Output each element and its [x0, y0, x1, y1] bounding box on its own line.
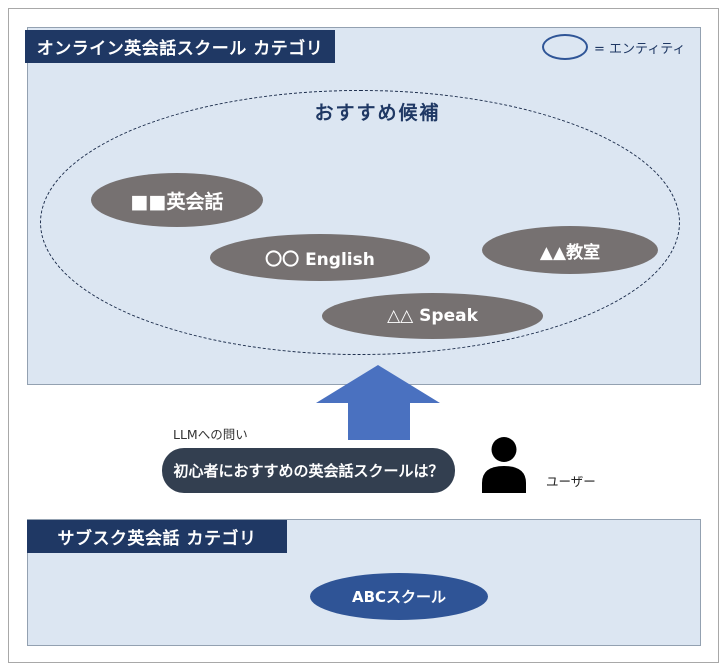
up-arrow-icon: [316, 365, 440, 440]
top-category-header: オンライン英会話スクール カテゴリ: [25, 30, 335, 63]
user-question-pill: 初心者におすすめの英会話スクールは？: [162, 448, 455, 493]
user-label: ユーザー: [546, 474, 596, 489]
outer-border: [8, 8, 719, 663]
entity-abc-school: ABCスクール: [310, 573, 488, 620]
entity-legend-icon: [542, 34, 588, 60]
llm-query-label: LLMへの問い: [173, 427, 248, 442]
legend: = エンティティ: [542, 34, 685, 60]
entity-school-1: ■■英会話: [91, 173, 263, 227]
user-icon: [482, 437, 526, 493]
entity-school-4: △△ Speak: [322, 293, 543, 339]
bottom-category-header: サブスク英会話 カテゴリ: [27, 520, 287, 553]
candidates-group-label: おすすめ候補: [314, 102, 441, 124]
legend-label: = エンティティ: [594, 41, 686, 57]
entity-school-2: 〇〇 English: [210, 234, 430, 281]
entity-school-3: ▲▲教室: [482, 226, 658, 274]
candidates-group-ellipse: [40, 90, 680, 355]
